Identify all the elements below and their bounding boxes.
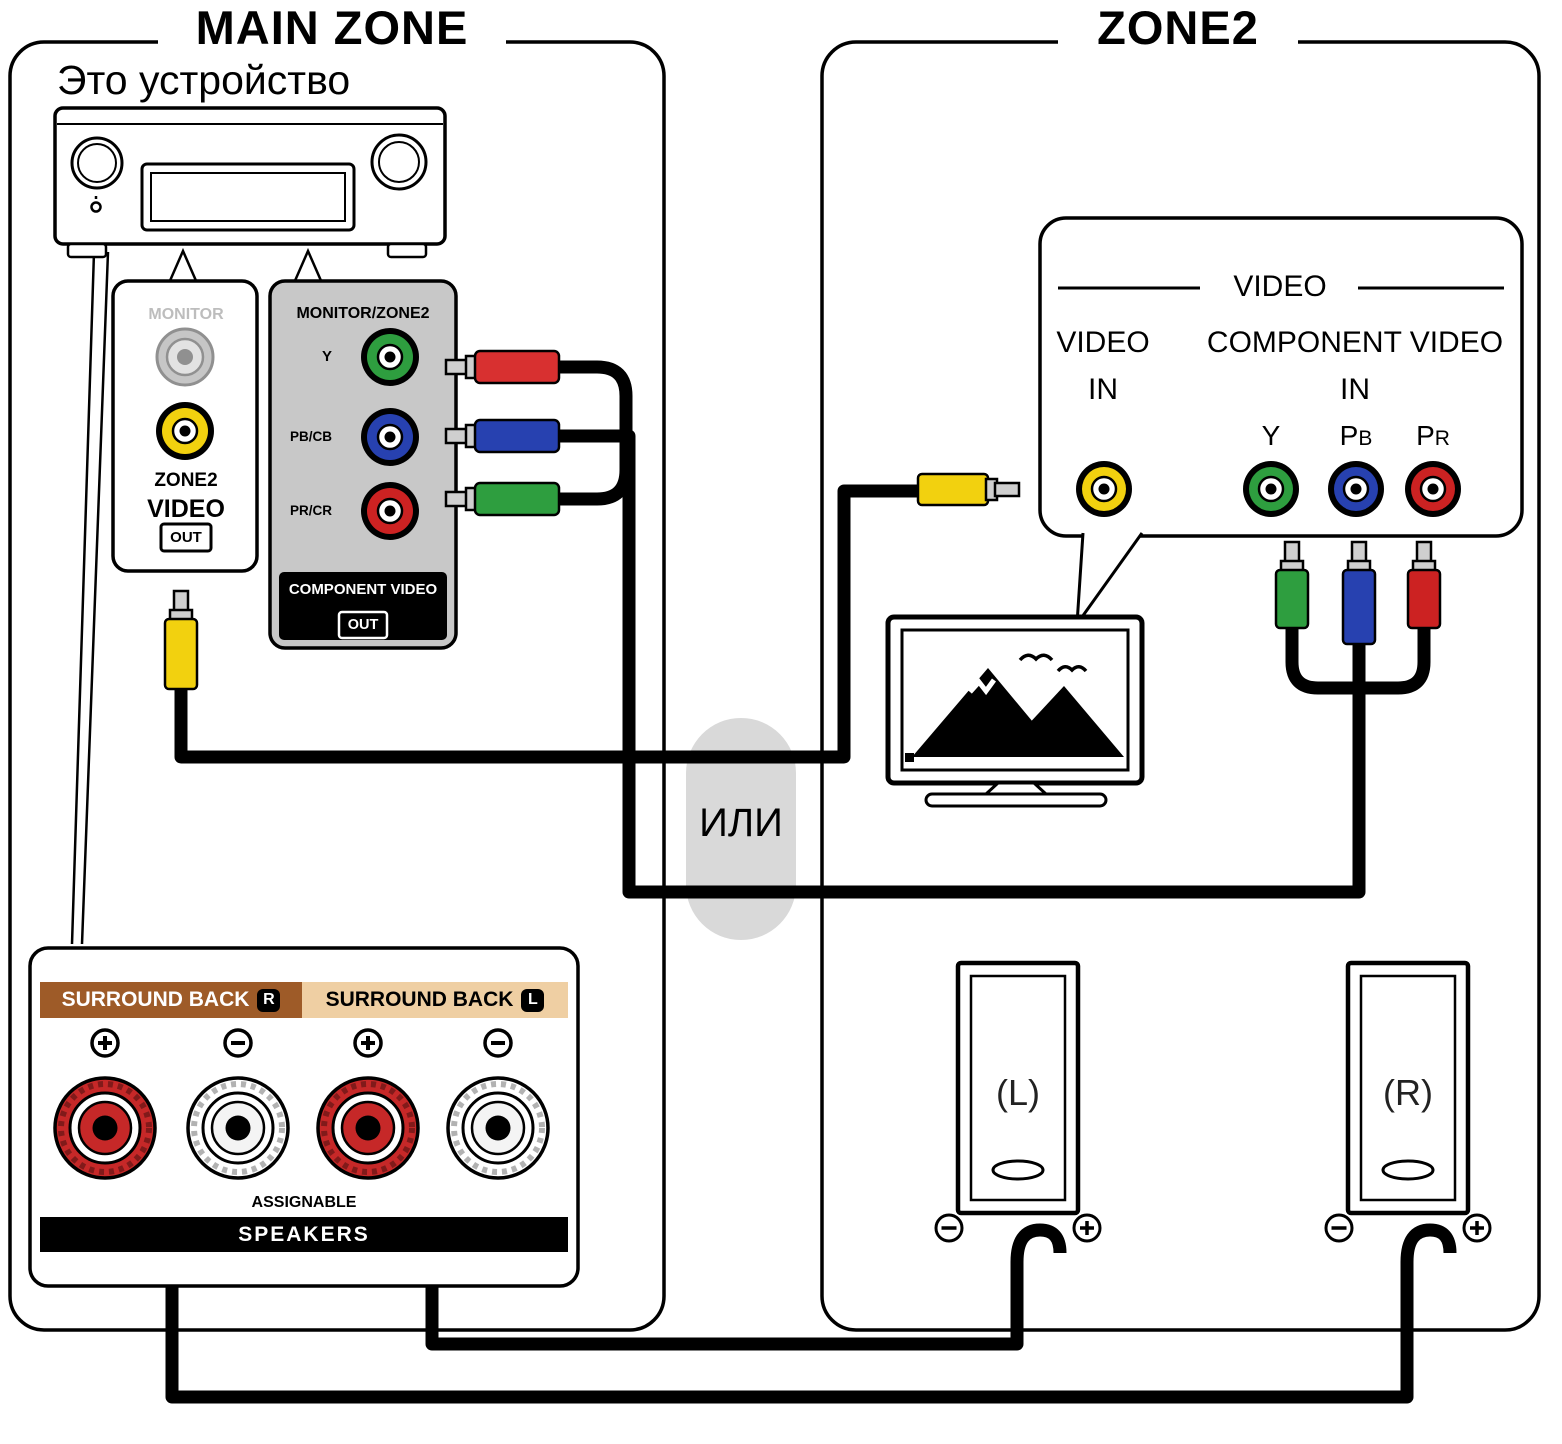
monitor-label: MONITOR xyxy=(148,306,224,323)
component-cable-red-branch xyxy=(550,360,633,436)
zone2-title: ZONE2 xyxy=(1058,4,1298,52)
component-cable-main-run xyxy=(550,429,1366,899)
zone2-component-label: COMPONENT VIDEO xyxy=(1206,326,1504,359)
pb-sub: B xyxy=(1358,427,1373,450)
video-out-label: VIDEO xyxy=(147,495,225,523)
component-out-box xyxy=(337,610,389,640)
zone2-io-panel xyxy=(1038,216,1524,625)
zone2-video-in-label: IN xyxy=(1088,373,1118,406)
receiver-unit xyxy=(53,106,447,259)
cables xyxy=(165,360,1457,1404)
surround-back-r-header: SURROUND BACK R xyxy=(40,982,302,1018)
speaker-cable-left xyxy=(425,1192,1067,1351)
binding-post-red xyxy=(316,1076,420,1180)
green-plug-body xyxy=(473,481,561,517)
receiver-power-led xyxy=(90,201,102,213)
binding-post-red xyxy=(53,1076,157,1180)
yellow-plug-zone2 xyxy=(916,472,1021,507)
zone2-out-label: ZONE2 xyxy=(154,470,218,491)
assignable-label: ASSIGNABLE xyxy=(251,1194,357,1211)
component-out-label: OUT xyxy=(347,617,379,633)
video-out-box xyxy=(159,522,213,553)
mountain-right xyxy=(998,686,1124,757)
zone2-component-in-label: IN xyxy=(1340,373,1370,406)
jack-label-y: Y xyxy=(321,348,332,365)
tv-stand-base xyxy=(924,792,1108,808)
callout-pointers xyxy=(70,247,324,945)
pr-sub: R xyxy=(1434,427,1450,450)
speakers-bar: SPEAKERS xyxy=(40,1217,568,1252)
speaker-port xyxy=(991,1159,1045,1181)
jack-label-pr: PR/CR xyxy=(289,503,332,518)
zone2-panel-header: VIDEO xyxy=(1233,270,1327,303)
tv xyxy=(885,614,1145,808)
speaker-left-box xyxy=(934,960,1102,1243)
badge-l: L xyxy=(521,988,545,1012)
zone2-red-plug-cable xyxy=(1359,626,1431,695)
or-pill xyxy=(686,718,796,940)
pointer-to-speaker-panel xyxy=(70,251,110,945)
binding-posts xyxy=(53,1076,550,1180)
pointer-to-component-panel xyxy=(292,247,324,284)
device-label: Это устройство xyxy=(57,57,351,103)
pointer-to-monitor-panel xyxy=(167,247,199,284)
polarity-symbols xyxy=(90,1028,513,1058)
monitor-video-out-panel xyxy=(111,279,259,573)
out-label: OUT xyxy=(170,529,202,546)
or-label: ИЛИ xyxy=(699,801,783,845)
zone2-pr-label: PR xyxy=(1406,420,1460,452)
badge-r: R xyxy=(257,988,281,1012)
speaker-left-label: (L) xyxy=(996,1072,1040,1113)
zone2-y-label: Y xyxy=(1261,420,1281,451)
component-cable-green-branch xyxy=(550,436,633,506)
surround-back-l-label: SURROUND BACK xyxy=(325,988,514,1011)
birds xyxy=(1018,653,1088,673)
zone2-red-plug xyxy=(1406,568,1442,630)
speaker-right-label: (R) xyxy=(1383,1072,1433,1113)
component-video-out-panel xyxy=(268,279,458,650)
zone2-green-plug xyxy=(1274,568,1310,630)
zone2-green-plug-cable xyxy=(1285,626,1359,695)
speaker-terminal-panel xyxy=(28,946,580,1288)
surround-back-l-header: SURROUND BACK L xyxy=(302,982,568,1018)
binding-post-white xyxy=(186,1076,290,1180)
tv-stand-neck xyxy=(982,781,1050,796)
composite-video-cable xyxy=(174,484,932,764)
zone2-video-label: VIDEO xyxy=(1056,326,1150,359)
pb-main: P xyxy=(1339,420,1359,451)
component-plugs-main xyxy=(444,349,561,517)
component-video-label: COMPONENT VIDEO xyxy=(288,581,438,598)
binding-post-white xyxy=(446,1076,550,1180)
main-zone-title: MAIN ZONE xyxy=(158,4,506,52)
speaker-cable-right xyxy=(165,1192,1457,1404)
surround-back-r-label: SURROUND BACK xyxy=(61,988,250,1011)
zone2-pb-label: PB xyxy=(1329,420,1383,452)
jack-label-pb: PB/CB xyxy=(289,429,332,444)
blue-plug-body xyxy=(473,418,561,454)
red-plug-body xyxy=(473,349,561,385)
component-panel-header: MONITOR/ZONE2 xyxy=(296,305,430,322)
component-plugs-zone2 xyxy=(1274,540,1442,646)
yellow-plug-main xyxy=(163,589,199,691)
zone2-blue-plug xyxy=(1341,568,1377,646)
pr-main: P xyxy=(1416,420,1435,451)
speaker-port xyxy=(1381,1159,1435,1181)
speaker-right-box xyxy=(1324,960,1492,1243)
